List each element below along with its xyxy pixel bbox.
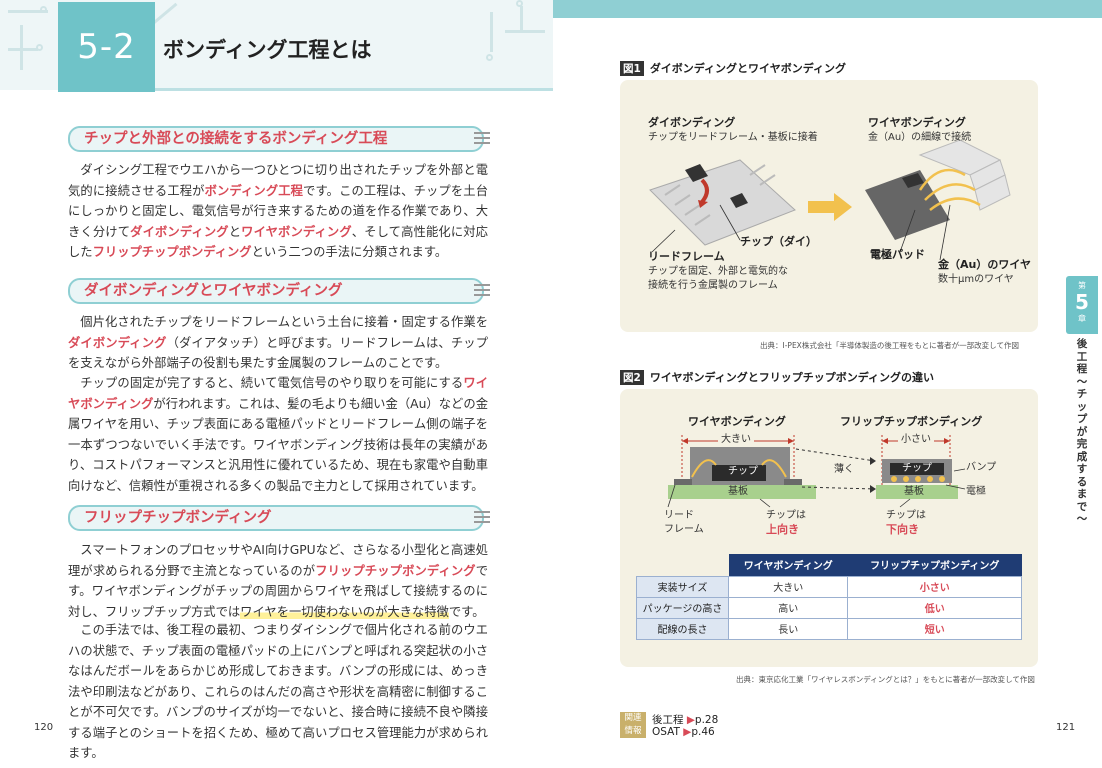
body-paragraph: 個片化されたチップをリードフレームという土台に接着・固定する作業をダイボンディン… — [68, 315, 489, 370]
lead-frame-label: リードフレーム — [664, 510, 704, 535]
lead-frame-caption: リードフレームチップを固定、外部と電気的な接続を行う金属製のフレーム — [648, 250, 788, 291]
table-cell: 長い — [727, 617, 849, 640]
section-heading: チップと外部との接続をするボンディング工程 — [68, 126, 490, 152]
chip-label: チップ（ダイ） — [740, 235, 817, 248]
comparison-table: ワイヤボンディング フリップチップボンディング 実装サイズ 大きい 小さい パッ… — [636, 554, 1022, 640]
table-cell: 高い — [727, 596, 849, 619]
size-small-label: 小さい — [898, 433, 934, 447]
gold-wire-caption: 金（Au）のワイヤ数十μmのワイヤ — [938, 258, 1032, 285]
table-header: フリップチップボンディング — [847, 554, 1022, 576]
table-cell: パッケージの高さ — [636, 596, 729, 619]
table-header-row: ワイヤボンディング フリップチップボンディング — [637, 554, 1022, 576]
substrate-label-left: 基板 — [728, 486, 748, 497]
menu-lines-icon — [474, 284, 490, 299]
bump-label: バンプ — [966, 462, 997, 473]
emphasis-term: フリップチップボンディング — [92, 245, 252, 259]
electrode-label: 電極 — [966, 486, 986, 497]
emphasis-term: ダイボンディング — [130, 224, 229, 239]
figure-1: ダイボンディングチップをリードフレーム・基板に接着 ワイヤボンディング金（Au）… — [620, 80, 1038, 332]
body-paragraph: スマートフォンのプロセッサやAI向けGPUなど、さらなる小型化と高速処理が求めら… — [68, 543, 488, 619]
related-link-1[interactable]: 後工程 ▶p.28 — [652, 714, 719, 726]
body-paragraph: チップの固定が完了すると、続いて電気信号のやり取りを可能にするワイヤボンディング… — [68, 376, 488, 493]
chapter-title-vertical: 後工程〜チップが完成するまで〜 — [1076, 338, 1088, 525]
section-number: 5-2 — [58, 2, 155, 92]
highlight-text: ワイヤを一切使わないのが大きな特徴 — [240, 604, 449, 619]
emphasis-term: ダイボンディング — [68, 335, 167, 350]
page-number-right: 121 — [1056, 722, 1076, 733]
menu-lines-icon — [474, 511, 490, 526]
chapter-tab[interactable]: 第 5 章 — [1066, 276, 1098, 334]
size-big-label: 大きい — [718, 433, 754, 447]
table-cell: 低い — [847, 596, 1022, 619]
triangle-right-icon: ▶ — [686, 714, 695, 726]
menu-lines-icon — [474, 132, 490, 147]
table-row: 配線の長さ 長い 短い — [636, 617, 1022, 640]
chip-label-left: チップ — [728, 466, 758, 477]
emphasis-term: ワイヤボンディング — [241, 224, 352, 239]
table-cell: 短い — [847, 617, 1022, 640]
page-number-left: 120 — [34, 722, 54, 733]
header-band-right — [553, 0, 1102, 18]
emphasis-term: ボンディング工程 — [204, 183, 304, 198]
title-underline — [155, 88, 553, 91]
chip-up-label: チップは上向き — [766, 510, 806, 536]
flip-chip-title: フリップチップボンディング — [840, 415, 983, 428]
chip-down-label: チップは下向き — [886, 510, 926, 536]
table-row: 実装サイズ 大きい 小さい — [636, 575, 1022, 598]
wire-bonding-caption: ワイヤボンディング金（Au）の細線で接続 — [868, 116, 972, 143]
electrode-pad-label: 電極パッド — [870, 248, 925, 261]
chip-label-right: チップ — [902, 463, 932, 474]
related-badge: 情報 — [620, 725, 646, 738]
thin-label: 薄く — [834, 464, 854, 475]
table-header: ワイヤボンディング — [728, 554, 848, 576]
emphasis-term: フリップチップボンディング — [315, 563, 476, 578]
table-cell: 小さい — [847, 575, 1022, 598]
table-cell: 配線の長さ — [636, 617, 729, 640]
page-title: ボンディング工程とは — [163, 38, 372, 62]
bonding-comparison-diagram — [667, 435, 966, 508]
bonding-illustration — [649, 139, 1011, 261]
wire-bonding-title: ワイヤボンディング — [688, 415, 786, 428]
die-bonding-caption: ダイボンディングチップをリードフレーム・基板に接着 — [648, 116, 818, 143]
substrate-label-right: 基板 — [904, 486, 924, 497]
body-paragraph: この手法では、後工程の最初、つまりダイシングで個片化される前のウエハの状態で、チ… — [68, 623, 488, 760]
triangle-right-icon: ▶ — [683, 726, 692, 738]
emphasis-term: ワイヤボンディング — [68, 376, 488, 411]
body-paragraph: ダイシング工程でウエハから一つひとつに切り出されたチップを外部と電気的に接続させ… — [68, 163, 488, 259]
section-heading: フリップチップボンディング — [68, 505, 490, 531]
related-link-2[interactable]: OSAT ▶p.46 — [652, 726, 715, 738]
related-badge: 関連 — [620, 712, 646, 725]
section-heading: ダイボンディングとワイヤボンディング — [68, 278, 490, 304]
figure-1-source: 出典：I-PEX株式会社「半導体製造の後工程をもとに著者が一部改変して作図 — [760, 341, 1019, 350]
table-cell: 大きい — [727, 575, 849, 598]
table-row: パッケージの高さ 高い 低い — [636, 596, 1022, 619]
table-cell: 実装サイズ — [636, 575, 729, 598]
figure-2-source: 出典：東京応化工業「ワイヤレスボンディングとは？」をもとに著者が一部改変して作図 — [736, 675, 1035, 684]
